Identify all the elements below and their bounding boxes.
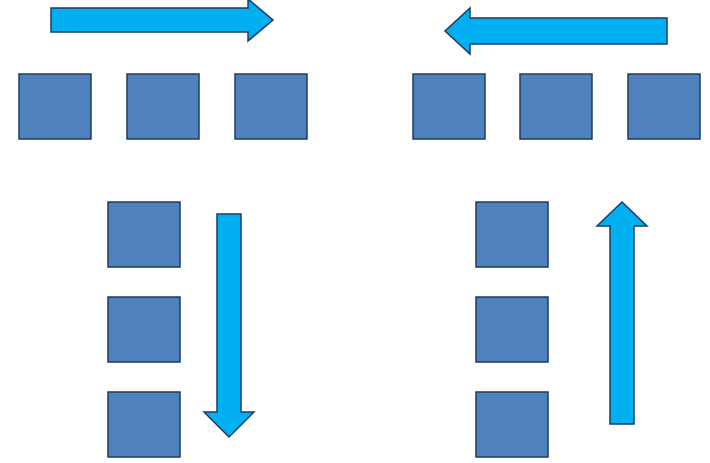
- top-right-left-arrow: [443, 6, 668, 56]
- bottom-right-square-1: [475, 201, 549, 268]
- top-left-square-1: [18, 73, 92, 140]
- group-top-left: [18, 0, 308, 140]
- bottom-right-up-arrow: [595, 200, 649, 425]
- top-left-square-3: [234, 73, 308, 140]
- top-right-square-1: [412, 73, 486, 140]
- bottom-left-square-3: [107, 391, 181, 458]
- top-left-right-arrow: [50, 0, 275, 43]
- bottom-left-square-2: [107, 296, 181, 363]
- group-top-right: [412, 6, 701, 140]
- top-right-square-3: [627, 73, 701, 140]
- bottom-left-down-arrow: [202, 213, 256, 439]
- group-bottom-right: [475, 200, 649, 458]
- top-right-square-2: [519, 73, 593, 140]
- bottom-right-square-2: [475, 296, 549, 363]
- top-left-square-2: [126, 73, 200, 140]
- bottom-right-square-3: [475, 391, 549, 458]
- bottom-left-square-1: [107, 201, 181, 268]
- group-bottom-left: [107, 201, 256, 458]
